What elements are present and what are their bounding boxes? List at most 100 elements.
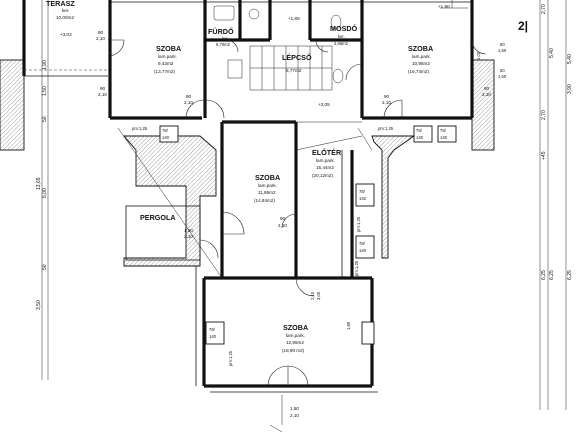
dim-label: 50 [42, 116, 48, 122]
window-label: 140 [209, 334, 217, 339]
dim-label: 2,70 [541, 110, 547, 120]
furdo-name: FÜRDŐ [208, 27, 234, 36]
window-label: 1,50 [498, 48, 507, 53]
szoba-left-area: 9,43m2 [158, 61, 174, 66]
parapet-label: pm:1,25 [132, 126, 148, 131]
dim-label: 5,40 [567, 54, 573, 64]
bathtub-icon [213, 5, 235, 21]
dim-label: 1,00 [476, 51, 481, 60]
room-labels: TERASZ ker. 10,00m2 SZOBA lam.park. 9,43… [46, 0, 528, 353]
dim-label: +45 [541, 151, 547, 160]
toilet-icon [330, 14, 342, 30]
door-label: 90 [384, 94, 390, 99]
door-label: 2,10 [290, 413, 299, 418]
misc-dims: 3,00 2,10 1,80 1,00 [310, 51, 481, 330]
mosdo-area: 2,66m2 [334, 41, 349, 46]
window-label: 78/ [359, 189, 366, 194]
stair [249, 45, 333, 91]
window-label: 60 [500, 68, 505, 73]
eloter-floor: lam.park. [316, 158, 335, 163]
dim-label: 5,40 [549, 48, 555, 58]
left-wing-walls [123, 135, 217, 267]
szoba-bottom-floor: lam.park. [286, 333, 305, 338]
dim-label: 6,25 [541, 270, 547, 280]
szoba-right-name: SZOBA [408, 44, 433, 53]
dim-label: 2,10 [310, 291, 315, 300]
door-label: 90 [484, 86, 490, 91]
parapet-label: pm:1,25 [378, 126, 394, 131]
szoba-right-area: 10,95m2 [412, 61, 430, 66]
door-label: 2,10 [482, 92, 491, 97]
szoba-bottom-area2: (18,90 m2) [282, 348, 305, 353]
lepcso-area: 5,77m2 [286, 68, 302, 73]
parapet-label: pm:1,25 [356, 216, 361, 232]
terasz-name: TERASZ [46, 0, 75, 8]
lower-doors [199, 211, 315, 387]
szoba-mid-area: 11,86m2 [258, 190, 276, 195]
window-label: 78/ [416, 128, 423, 133]
level-label: +3,03 [60, 32, 72, 37]
window-label: 78/ [359, 241, 366, 246]
window-label: 78/ [162, 128, 169, 133]
door-label: 2,10 [96, 36, 105, 41]
dim-label: 3,50 [36, 300, 42, 310]
window-label: 140 [440, 135, 448, 140]
level-label: +3,05 [318, 102, 330, 107]
window-label: 140 [416, 135, 424, 140]
door-label: 90 [98, 30, 104, 35]
szoba-bottom-name: SZOBA [283, 323, 308, 332]
window-label: 60 [500, 42, 505, 47]
furdo-floor: ker. [222, 36, 229, 41]
hatched-wall-left [0, 59, 25, 151]
door-label: 1,80 [290, 406, 299, 411]
dim-label: 13,65 [36, 177, 42, 190]
mosdo-floor: ker. [338, 34, 345, 39]
top-doors [107, 39, 487, 119]
door-label: 1,80 [184, 228, 193, 233]
window-label: 140 [359, 196, 367, 201]
pergola-area [125, 205, 201, 261]
door-label: 90 [280, 216, 286, 221]
lepcso-name: LÉPCSŐ [282, 53, 312, 62]
szoba-mid-name: SZOBA [255, 173, 280, 182]
dim-label: 1,50 [42, 86, 48, 96]
szoba-left-name: SZOBA [156, 44, 181, 53]
dim-label: 6,25 [567, 270, 573, 280]
windows [159, 125, 457, 345]
szoba-mid-area2: (14,84m2) [254, 198, 275, 203]
left-dimensions: 1,90 1,50 50 5,00 50 13,65 3,50 [36, 60, 48, 310]
eloter-area: 15,44m2 [316, 165, 334, 170]
dim-label: 5,00 [42, 188, 48, 198]
dim-label: 1,90 [42, 60, 48, 70]
szoba-left-floor: lam.park. [158, 54, 177, 59]
pergola-name: PERGOLA [140, 213, 176, 222]
terasz-floor: ker. [62, 8, 69, 13]
dim-label: 2,70 [541, 4, 547, 14]
level-labels: +3,03 +3,05 +1,89 +1,90 pm:1,25 pm:1,25 … [60, 4, 450, 366]
right-dimensions: 2,70 5,40 2,70 6,25 6,25 5,40 3,90 6,25 … [541, 4, 573, 280]
szoba-left-area2: (13,77m2) [154, 69, 175, 74]
szoba-right-area2: (16,74m2) [408, 69, 429, 74]
door-label: 2,10 [278, 223, 287, 228]
szoba-bottom-area: 12,95m2 [286, 340, 304, 345]
right-wing-walls [371, 135, 416, 259]
shower-icon [227, 59, 243, 79]
sink-icon [248, 8, 260, 20]
dimension-lines [41, 0, 567, 432]
window-labels: 78/ 140 78/ 140 78/ 140 78/ 140 78/ 140 … [162, 42, 507, 339]
dim-label: 3,90 [567, 84, 573, 94]
eloter-area2: (20,12m2) [312, 173, 333, 178]
mosdo-name: MOSDÓ [330, 24, 358, 33]
level-label: +1,89 [288, 16, 300, 21]
lower-walls [117, 120, 416, 393]
eloter-name: ELŐTÉR [312, 148, 342, 157]
furdo-area: 6,70m2 [216, 42, 231, 47]
top-walls [0, 0, 495, 151]
szoba-right-floor: lam.park. [412, 54, 431, 59]
door-label: 2,10 [184, 234, 193, 239]
door-label: 2,10 [98, 92, 107, 97]
door-label: 90 [100, 86, 106, 91]
hatched-wall-right [471, 59, 495, 151]
dim-label: 6,25 [549, 270, 555, 280]
